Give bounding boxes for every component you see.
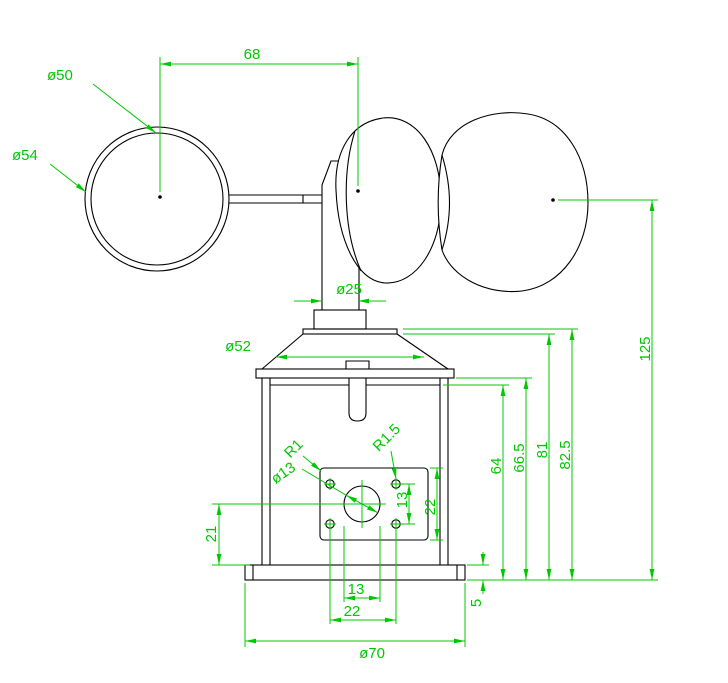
dim-label-shaft-dia: ø25 [336,281,362,298]
dim-label-cup-outer-dia: ø54 [12,147,38,164]
middle-cup-center-dot [356,189,360,193]
dim-label-plate-corner-radius: R1 [281,436,307,462]
dim-label-body-top-height: 66.5 [511,443,528,472]
dim-label-cup-inner-dia: ø50 [47,67,73,84]
dim-label-hole-col-spacing-outer: 22 [344,603,361,620]
base-plate [244,564,466,581]
dim-label-cup-span: 68 [244,46,261,63]
middle-cup-rim-arc [345,130,362,272]
right-cup-rim-arc [441,154,451,251]
dim-label-base-dia: ø70 [359,645,385,662]
cone-top-ring [302,328,398,335]
dim-label-base-thickness: 5 [468,599,485,607]
dim-label-hole-radius: R1.5 [370,421,404,455]
dim-line-center-hole-dia [346,494,378,514]
dim-label-cone-base-height: 81 [534,442,551,459]
dim-label-total-height: 125 [637,336,654,361]
leader-hole-radius [390,450,397,480]
cone-left-slant [261,333,304,370]
left-cup-inner-circle [90,132,224,266]
shaft-collar [313,309,367,330]
dim-label-hole-col-spacing-inner: 13 [348,581,365,598]
leader-center-hole-dia [301,468,347,496]
leader-cup-inner-dia [92,83,157,134]
dim-label-cone-dia: ø52 [225,338,251,355]
left-cup-outer-circle [84,126,230,272]
dim-label-body-inner-height: 64 [488,458,505,475]
leader-cup-outer-dia [49,163,87,193]
cone-right-slant [396,333,449,370]
geometry-layer [84,112,589,581]
leader-plate-corner-radius [302,455,322,472]
dim-label-plate-height: 22 [422,499,439,516]
right-cup-center-dot [551,198,555,202]
body-top-flange [255,368,455,379]
right-cup-outline [437,112,589,293]
dim-label-center-hole-dia: ø13 [268,459,299,488]
inner-connector [348,378,367,422]
top-tab [345,360,370,369]
dim-label-cone-top-height: 82.5 [557,440,574,469]
left-cup-center-dot [158,195,162,199]
dim-label-hole-row-spacing: 13 [394,492,411,509]
dim-label-hole-center-height: 21 [203,526,220,543]
